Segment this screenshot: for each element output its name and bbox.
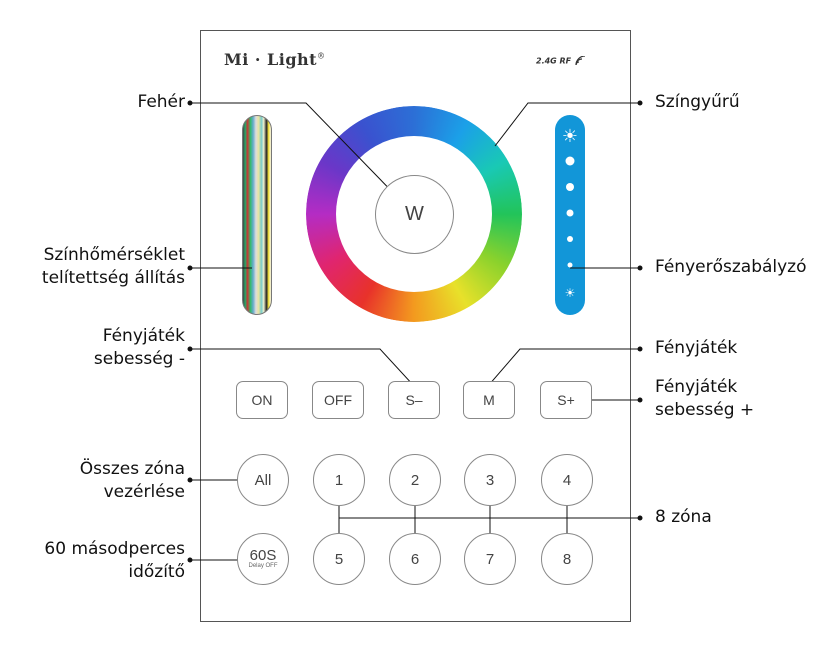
speed-plus-button[interactable]: S+	[540, 381, 592, 419]
label-ring-text: Színgyűrű	[655, 92, 740, 112]
on-label: ON	[251, 392, 273, 408]
zone-1-label: 1	[334, 471, 344, 489]
label-mode: Fényjáték	[655, 337, 737, 360]
off-label: OFF	[324, 392, 352, 408]
label-timer: 60 másodperces időzítő	[44, 538, 185, 584]
brightness-level-dot	[565, 156, 575, 166]
timer-button[interactable]: 60S Delay OFF	[237, 533, 289, 585]
label-speed-plus-line1: Fényjáték	[655, 377, 738, 397]
leader-speed-minus	[190, 348, 415, 387]
zone-7-label: 7	[485, 550, 495, 568]
rf-label: 2.4G RF	[536, 56, 572, 66]
zone-4-label: 4	[562, 471, 572, 489]
label-white-text: Fehér	[137, 92, 185, 112]
brightness-level-dot	[567, 236, 573, 242]
zone-7-button[interactable]: 7	[464, 533, 516, 585]
zone-2-label: 2	[410, 471, 420, 489]
white-button[interactable]: W	[375, 175, 454, 254]
label-mode-text: Fényjáték	[655, 338, 738, 358]
brand-reg: ®	[317, 51, 326, 61]
brand-logo: Mi · Light®	[224, 50, 326, 69]
zone-8-label: 8	[562, 550, 572, 568]
label-speed-minus-line2: sebesség -	[93, 349, 185, 369]
label-speed-minus-line1: Fényjáték	[102, 326, 185, 346]
label-ct-line2: telítettség állítás	[41, 268, 185, 288]
label-brightness-text: Fényerőszabályzó	[655, 257, 807, 277]
speed-minus-label: S–	[405, 392, 423, 408]
speed-minus-button[interactable]: S–	[388, 381, 440, 419]
speed-plus-label: S+	[557, 392, 575, 408]
color-temperature-slider[interactable]	[242, 115, 272, 315]
wifi-signal-icon	[575, 55, 586, 66]
zone-5-label: 5	[334, 550, 344, 568]
label-timer-line2: időzítő	[128, 562, 185, 582]
timer-sublabel: Delay OFF	[248, 563, 278, 569]
timer-label: 60S	[249, 547, 277, 564]
all-label: All	[254, 471, 272, 489]
brightness-slider[interactable]: ☀ ☀	[555, 115, 585, 315]
label-color-ring: Színgyűrű	[655, 91, 740, 114]
label-all-line1: Összes zóna	[79, 459, 185, 479]
zone-1-button[interactable]: 1	[313, 454, 365, 506]
label-ct-line1: Színhőmérséklet	[43, 245, 185, 265]
label-color-temperature: Színhőmérséklet telítettség állítás	[42, 244, 185, 290]
zone-2-button[interactable]: 2	[389, 454, 441, 506]
mode-button[interactable]: M	[463, 381, 515, 419]
zone-3-button[interactable]: 3	[464, 454, 516, 506]
sun-icon: ☀	[564, 286, 576, 300]
label-speed-minus: Fényjáték sebesség -	[94, 325, 185, 371]
label-brightness: Fényerőszabályzó	[655, 256, 807, 279]
brightness-level-dot	[567, 262, 573, 268]
zone-4-button[interactable]: 4	[541, 454, 593, 506]
brand-name: Mi · Light	[224, 50, 318, 69]
zone-6-label: 6	[410, 550, 420, 568]
zone-3-label: 3	[485, 471, 495, 489]
label-zones: 8 zóna	[655, 506, 712, 529]
rf-badge: 2.4G RF	[536, 55, 586, 66]
on-button[interactable]: ON	[236, 381, 288, 419]
zone-6-button[interactable]: 6	[389, 533, 441, 585]
sun-icon: ☀	[561, 126, 579, 147]
label-all-line2: vezérlése	[103, 482, 185, 502]
white-button-label: W	[405, 203, 424, 225]
label-white: Fehér	[137, 91, 185, 114]
brightness-level-dot	[566, 183, 574, 191]
leader-ring	[494, 102, 640, 147]
zone-5-button[interactable]: 5	[313, 533, 365, 585]
mode-label: M	[483, 392, 495, 408]
off-button[interactable]: OFF	[312, 381, 364, 419]
leader-mode	[487, 348, 640, 387]
zone-8-button[interactable]: 8	[541, 533, 593, 585]
brightness-level-dot	[566, 209, 574, 217]
leader-white	[190, 102, 407, 207]
label-speed-plus-line2: sebesség +	[655, 400, 755, 420]
label-zones-text: 8 zóna	[655, 507, 712, 527]
all-zones-button[interactable]: All	[237, 454, 289, 506]
label-speed-plus: Fényjáték sebesség +	[655, 376, 754, 422]
label-timer-line1: 60 másodperces	[44, 539, 185, 559]
label-all-zones: Összes zóna vezérlése	[80, 458, 185, 504]
